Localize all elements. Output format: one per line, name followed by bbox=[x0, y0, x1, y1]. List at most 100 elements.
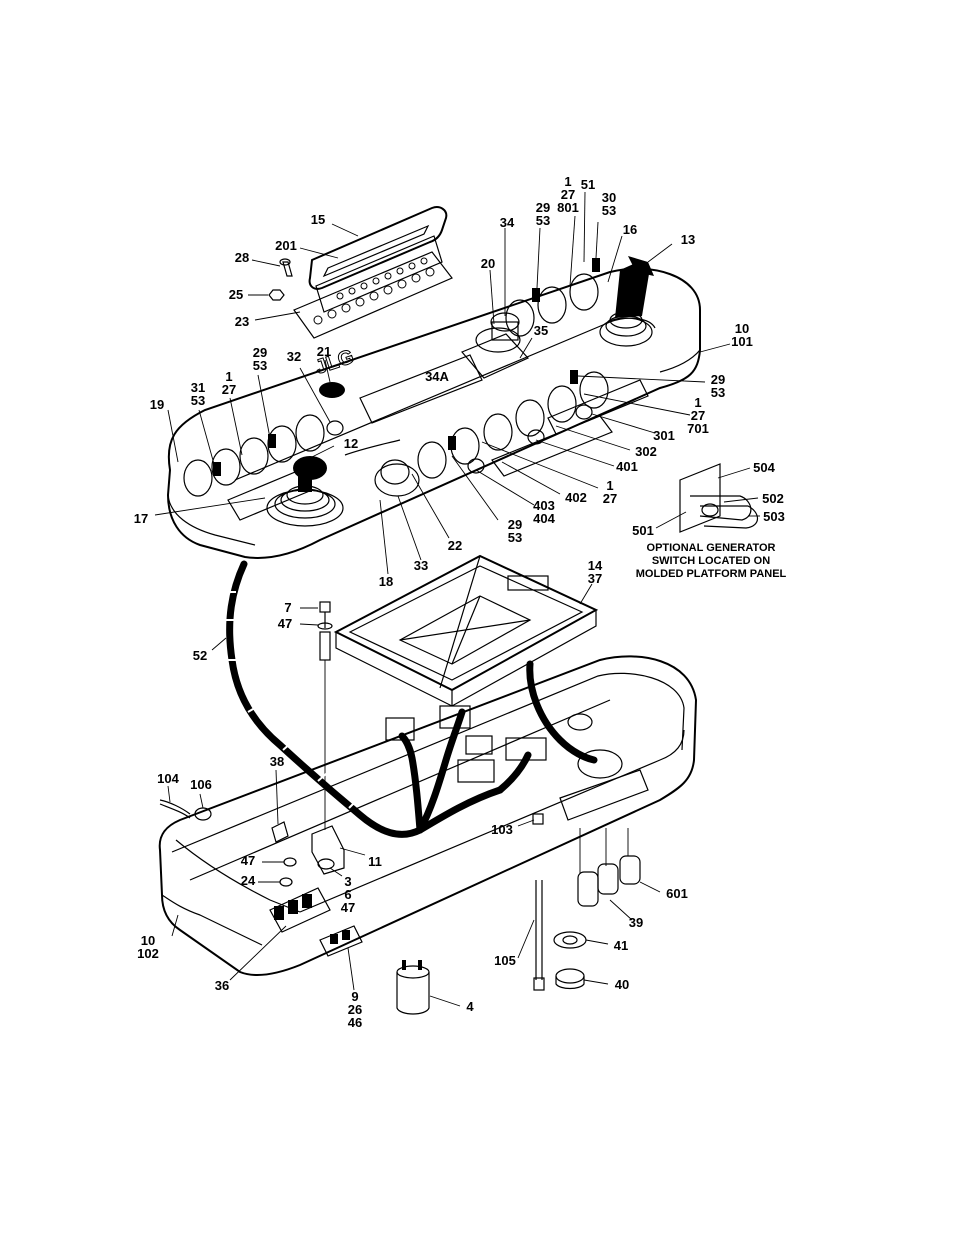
callout-c503: 503 bbox=[763, 509, 785, 524]
callout-c35: 35 bbox=[534, 323, 548, 338]
callout-text: 35 bbox=[534, 323, 548, 338]
nut-25 bbox=[268, 289, 285, 301]
callout-c504: 504 bbox=[753, 460, 775, 475]
callout-c17: 17 bbox=[134, 511, 148, 526]
callout-text: 16 bbox=[623, 222, 637, 237]
callout-c52: 52 bbox=[193, 648, 207, 663]
callout-c25: 25 bbox=[229, 287, 243, 302]
callout-text: 29 bbox=[253, 345, 267, 360]
callout-c105: 105 bbox=[494, 953, 516, 968]
callout-text: 106 bbox=[190, 777, 212, 792]
callout-text: 20 bbox=[481, 256, 495, 271]
plug-4 bbox=[396, 960, 430, 1015]
callout-text: 21 bbox=[317, 344, 331, 359]
callout-text: 4 bbox=[466, 999, 474, 1014]
control-box-base bbox=[158, 655, 698, 977]
callout-text: 53 bbox=[191, 393, 205, 408]
callout-text: 601 bbox=[666, 886, 688, 901]
callout-text: 301 bbox=[653, 428, 675, 443]
callout-text: 701 bbox=[687, 421, 709, 436]
callout-text: 12 bbox=[344, 436, 358, 451]
callout-c28: 28 bbox=[235, 250, 249, 265]
callout-c103: 103 bbox=[491, 822, 513, 837]
callout-c15: 15 bbox=[311, 212, 325, 227]
callout-text: 36 bbox=[215, 978, 229, 993]
callout-text: 13 bbox=[681, 232, 695, 247]
label-38 bbox=[271, 821, 289, 843]
callout-c12: 12 bbox=[344, 436, 358, 451]
callout-text: 501 bbox=[632, 523, 654, 538]
callout-text: 15 bbox=[311, 212, 325, 227]
callout-c36: 36 bbox=[215, 978, 229, 993]
callout-c1_27a: 127 bbox=[222, 369, 236, 397]
callout-text: 19 bbox=[150, 397, 164, 412]
callout-c34A: 34A bbox=[425, 369, 449, 384]
washer-41 bbox=[553, 931, 587, 949]
horn-button-33 bbox=[374, 459, 420, 497]
callout-c1_27b: 127 bbox=[603, 478, 617, 506]
callout-text: 47 bbox=[341, 900, 355, 915]
callout-text: 53 bbox=[602, 203, 616, 218]
terminal-9 bbox=[319, 925, 363, 957]
callout-text: 502 bbox=[762, 491, 784, 506]
callout-c38: 38 bbox=[270, 754, 284, 769]
callout-text: 38 bbox=[270, 754, 284, 769]
callout-text: 103 bbox=[491, 822, 513, 837]
callout-text: 104 bbox=[157, 771, 179, 786]
generator-note: OPTIONAL GENERATOR SWITCH LOCATED ON MOL… bbox=[636, 542, 787, 580]
callout-text: 47 bbox=[241, 853, 255, 868]
callout-text: 504 bbox=[753, 460, 775, 475]
callout-text: 7 bbox=[284, 600, 291, 615]
callout-text: 53 bbox=[536, 213, 550, 228]
cable-52 bbox=[226, 560, 598, 838]
callout-text: 1 bbox=[564, 174, 571, 189]
mounting-plate-14 bbox=[333, 554, 599, 783]
generator-switch-inset bbox=[679, 463, 759, 533]
callout-text: 27 bbox=[222, 382, 236, 397]
callout-text: 11 bbox=[368, 854, 382, 869]
note-line-2: SWITCH LOCATED ON bbox=[652, 555, 770, 567]
callout-c41: 41 bbox=[614, 938, 628, 953]
callout-text: 404 bbox=[533, 511, 555, 526]
callout-text: 102 bbox=[137, 946, 159, 961]
callout-text: 26 bbox=[348, 1002, 362, 1017]
washer-24 bbox=[279, 877, 293, 887]
callout-text: 24 bbox=[241, 873, 256, 888]
callout-c601: 601 bbox=[666, 886, 688, 901]
placard-302 bbox=[547, 379, 649, 435]
callout-text: 27 bbox=[603, 491, 617, 506]
note-line-3: MOLDED PLATFORM PANEL bbox=[636, 568, 787, 580]
callout-c32: 32 bbox=[287, 349, 301, 364]
callout-text: 10 bbox=[735, 321, 749, 336]
callout-c33: 33 bbox=[414, 558, 428, 573]
callout-c106: 106 bbox=[190, 777, 212, 792]
callout-text: 34A bbox=[425, 369, 449, 384]
nut-40 bbox=[555, 968, 585, 990]
push-button-32 bbox=[326, 420, 344, 436]
callout-c18: 18 bbox=[379, 574, 393, 589]
callout-c502: 502 bbox=[762, 491, 784, 506]
callout-text: 201 bbox=[275, 238, 297, 253]
callout-text: 29 bbox=[536, 200, 550, 215]
screw-28 bbox=[279, 258, 293, 277]
callout-c104: 104 bbox=[157, 771, 179, 786]
function-selector-20 bbox=[461, 312, 530, 379]
callout-text: 23 bbox=[235, 314, 249, 329]
callout-text: 402 bbox=[565, 490, 587, 505]
callout-c39: 39 bbox=[629, 915, 643, 930]
callout-c20: 20 bbox=[481, 256, 495, 271]
circuit-board-201 bbox=[315, 235, 443, 313]
panel-23 bbox=[293, 251, 453, 339]
callout-c34: 34 bbox=[500, 215, 515, 230]
callout-c302: 302 bbox=[635, 444, 657, 459]
callout-c402: 402 bbox=[565, 490, 587, 505]
